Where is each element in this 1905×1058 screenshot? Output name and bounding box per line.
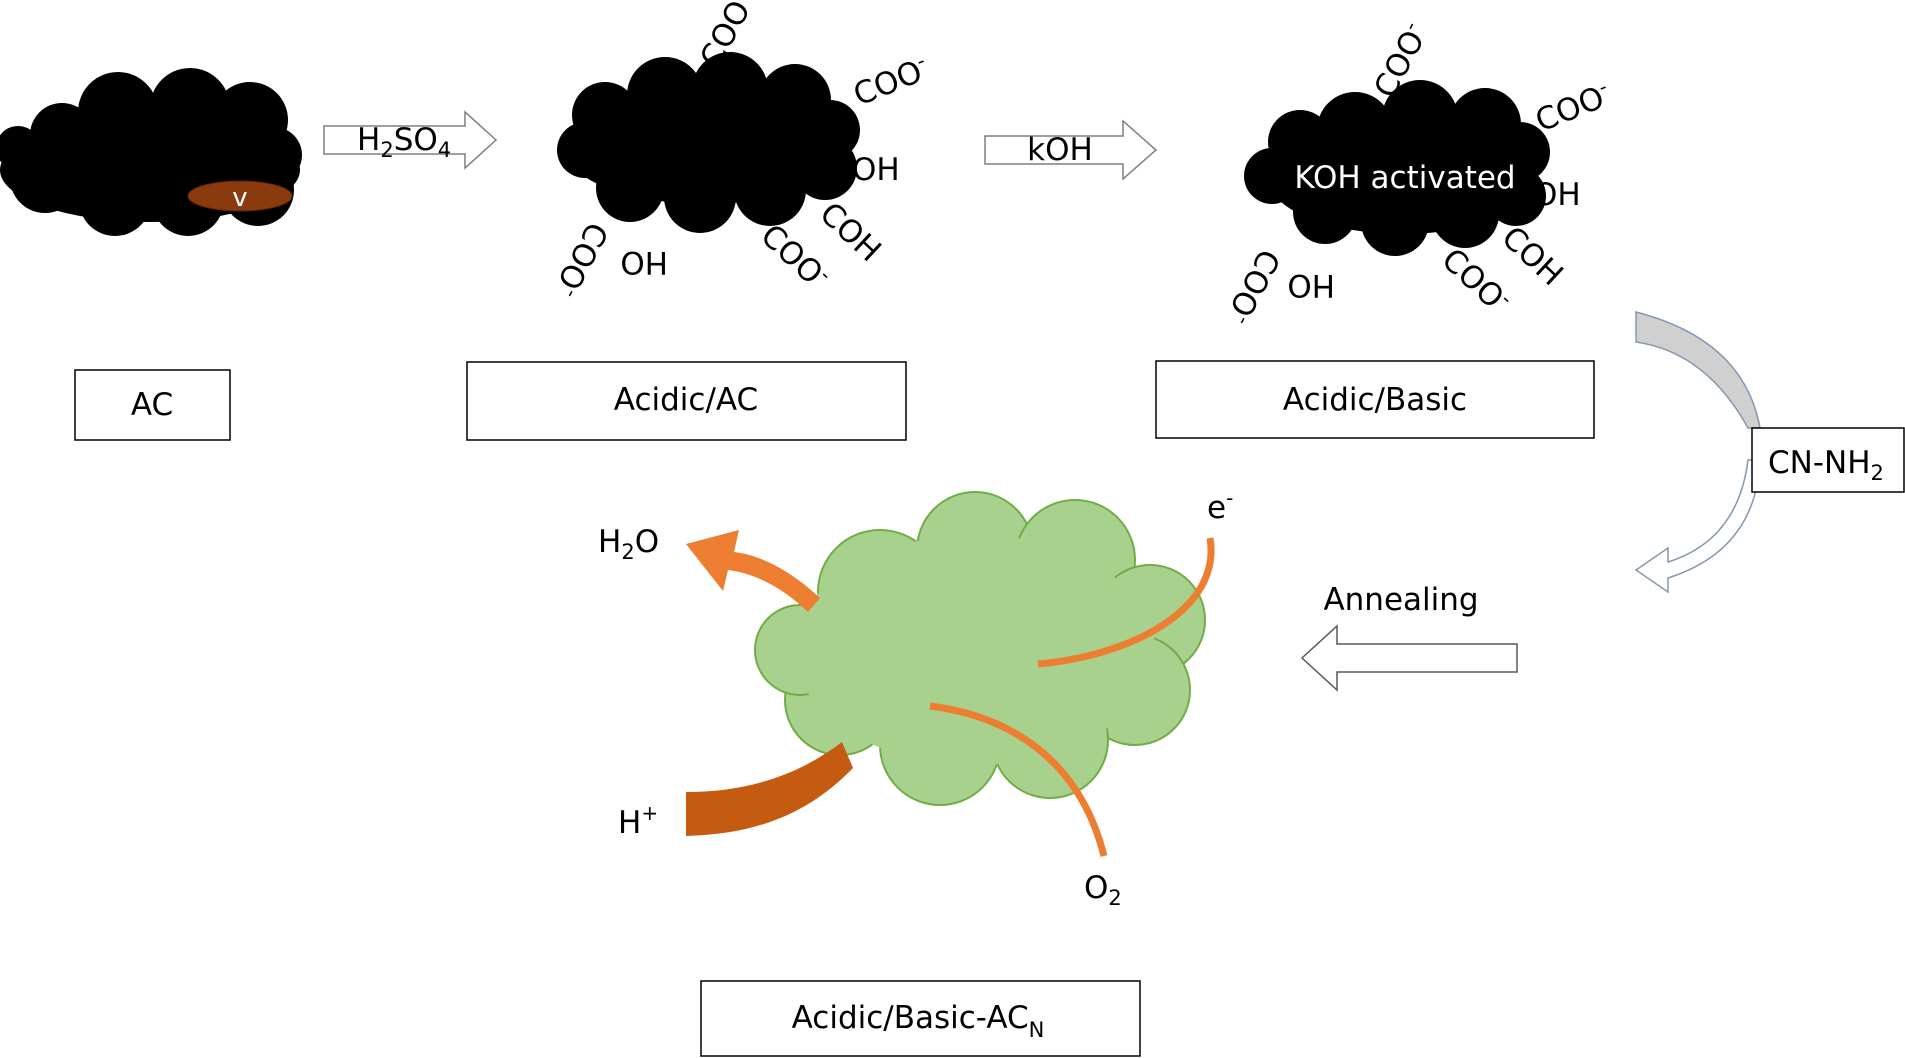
annealing-label: Annealing [1323,582,1478,618]
acidic-basic-functional-groups: COO- COO- OH COH COO- HO COO- [1218,17,1616,330]
acidic-ac-functional-groups: COO- COO- OH COH COO- HO COO- [546,0,934,303]
group-oh: OH [852,152,900,188]
proton-arrow: H+ [618,742,853,841]
electron-label: e- [1207,486,1233,526]
h2so4-label: H2SO4 [357,122,451,162]
electron-path: e- [1037,486,1233,668]
group-coh: COH [1495,220,1570,294]
catalyst-particle [754,491,1206,806]
label-box-final: Acidic/Basic-ACN [700,980,1141,1057]
label-ac: AC [131,387,173,423]
label-box-acidic-ac: Acidic/AC [466,361,907,441]
cn-nh2-label: CN-NH2 [1768,445,1884,485]
annealing-arrow: Annealing [1300,582,1518,692]
group-coo-right: COO- [847,48,934,113]
oxygen-label: O2 [1084,870,1122,910]
oxygen-path: O2 [929,702,1122,910]
group-coo-bottom-left: COO- [546,216,617,303]
label-box-acidic-basic: Acidic/Basic [1155,360,1595,439]
cn-nh2-curved-arrow: CN-NH2 [1634,311,1905,594]
ac-particle: v [0,68,302,236]
vacancy-label: v [232,183,247,213]
koh-activated-label: KOH activated [1294,160,1515,196]
koh-activated-particle: KOH activated [1244,80,1550,256]
acidic-ac-particle [557,52,860,233]
group-coo-bottom-left: COO- [1218,243,1289,330]
group-ho: HO [620,244,668,280]
label-acidic-ac: Acidic/AC [614,382,758,418]
label-box-ac: AC [74,369,231,441]
label-acidic-basic: Acidic/Basic [1283,382,1467,418]
water-label: H2O [598,524,659,564]
vacancy-site [187,180,293,212]
koh-arrow: kOH [984,119,1158,181]
h2so4-arrow: H2SO4 [323,110,498,170]
proton-label: H+ [618,801,658,841]
group-coh: COH [813,196,888,270]
group-oh: OH [1533,177,1581,213]
koh-label: kOH [1027,132,1093,168]
group-ho: HO [1287,267,1335,303]
group-coo-right: COO- [1529,74,1616,139]
water-arrow: H2O [598,524,820,612]
label-final: Acidic/Basic-ACN [792,1000,1045,1042]
